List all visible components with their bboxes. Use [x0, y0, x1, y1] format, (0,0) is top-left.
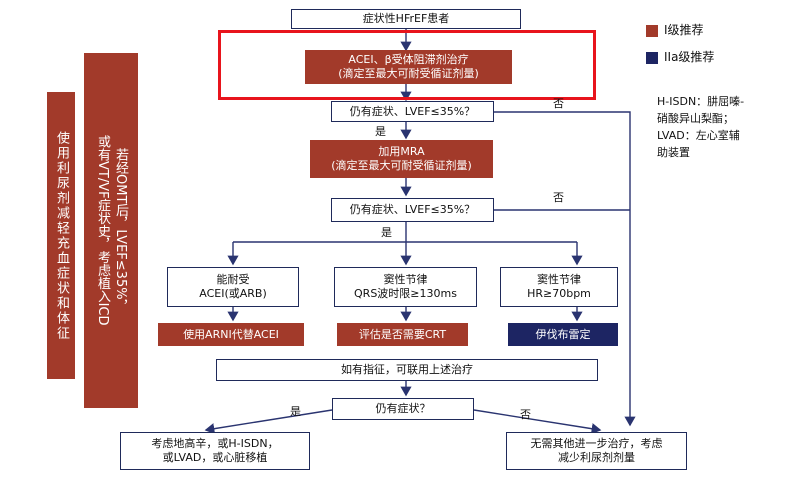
question-1-label: 仍有症状、LVEF≤35%？: [349, 104, 476, 118]
note-line2: 硝酸异山梨酯；: [657, 112, 734, 125]
start-box: 症状性HFrEF患者: [291, 9, 521, 29]
arni-box: 使用ARNI代替ACEI: [158, 323, 304, 346]
question-3-label: 仍有症状？: [375, 402, 431, 415]
final-left-box: 考虑地高辛，或H-ISDN， 或LVAD，或心脏移植: [120, 432, 310, 470]
icd-sidebar: 或有VT/VF症状史，考虑植入ICD 若经OMT后，LVEF≤35%，: [84, 53, 138, 408]
acei-line1: ACEI、β受体阻滞剂治疗: [348, 53, 469, 66]
highlight-frame: [218, 30, 596, 100]
legend-class1-swatch: [646, 25, 658, 37]
crt-box: 评估是否需要CRT: [337, 323, 468, 346]
yes-label-3: 是: [290, 405, 301, 418]
question-3-box: 仍有症状？: [332, 398, 474, 420]
combination-label: 如有指征，可联用上述治疗: [341, 363, 473, 376]
yes-label-2: 是: [381, 226, 392, 239]
no-label-3: 否: [520, 408, 531, 421]
legend-class2a-label: IIa级推荐: [664, 50, 715, 64]
start-label: 症状性HFrEF患者: [362, 12, 450, 25]
question-2-label: 仍有症状、LVEF≤35%？: [349, 203, 476, 216]
branch-1-line2: ACEI(或ARB): [199, 287, 267, 300]
branch-2-line1: 窦性节律: [383, 273, 428, 286]
note-line1: H-ISDN：肼屈嗪-: [657, 95, 745, 108]
mra-line2: (滴定至最大可耐受循证剂量): [331, 159, 472, 172]
mra-box: 加用MRA (滴定至最大可耐受循证剂量): [310, 140, 493, 178]
legend-class2a-swatch: [646, 52, 658, 64]
ivabradine-label: 伊伐布雷定: [535, 327, 591, 341]
icd-text-line1: 若经OMT后，LVEF≤35%，: [113, 148, 128, 313]
final-right-line1: 无需其他进一步治疗，考虑: [530, 437, 663, 450]
branch-2-line2: QRS波时限≥130ms: [354, 287, 457, 300]
branch-1-line1: 能耐受: [216, 273, 250, 286]
branch-3-line2: HR≥70bpm: [527, 287, 591, 300]
mra-line1: 加用MRA: [378, 145, 425, 158]
final-right-box: 无需其他进一步治疗，考虑 减少利尿剂剂量: [506, 432, 687, 470]
branch-hr-box: 窦性节律 HR≥70bpm: [500, 267, 618, 307]
branch-qrs-box: 窦性节律 QRS波时限≥130ms: [334, 267, 477, 307]
note-line3: LVAD：左心室辅: [657, 129, 740, 142]
final-left-line1: 考虑地高辛，或H-ISDN，: [151, 437, 279, 450]
yes-label-1: 是: [375, 125, 386, 138]
final-right-line2: 减少利尿剂剂量: [558, 451, 635, 464]
final-left-line2: 或LVAD，或心脏移植: [162, 451, 268, 464]
no-label-2: 否: [553, 191, 564, 204]
branch-3-line1: 窦性节律: [537, 273, 581, 286]
arni-label: 使用ARNI代替ACEI: [183, 327, 279, 341]
acei-line2: (滴定至最大可耐受循证剂量): [338, 67, 479, 80]
branch-ace-tolerant-box: 能耐受 ACEI(或ARB): [167, 267, 299, 307]
question-2-box: 仍有症状、LVEF≤35%？: [331, 198, 494, 222]
combination-box: 如有指征，可联用上述治疗: [216, 359, 598, 381]
ivabradine-box: 伊伐布雷定: [508, 323, 618, 346]
diuretic-text: 使用利尿剂减轻充血症状和体征: [54, 130, 69, 341]
note-line4: 助装置: [657, 146, 690, 159]
question-1-box: 仍有症状、LVEF≤35%？: [331, 101, 494, 122]
crt-label: 评估是否需要CRT: [358, 327, 447, 341]
no-label-1: 否: [553, 97, 564, 110]
acei-beta-blocker-box: ACEI、β受体阻滞剂治疗 (滴定至最大可耐受循证剂量): [305, 50, 512, 84]
legend-class1-label: I级推荐: [664, 23, 704, 37]
icd-text-line2: 或有VT/VF症状史，考虑植入ICD: [95, 135, 110, 326]
diuretic-sidebar: 使用利尿剂减轻充血症状和体征: [47, 92, 75, 379]
